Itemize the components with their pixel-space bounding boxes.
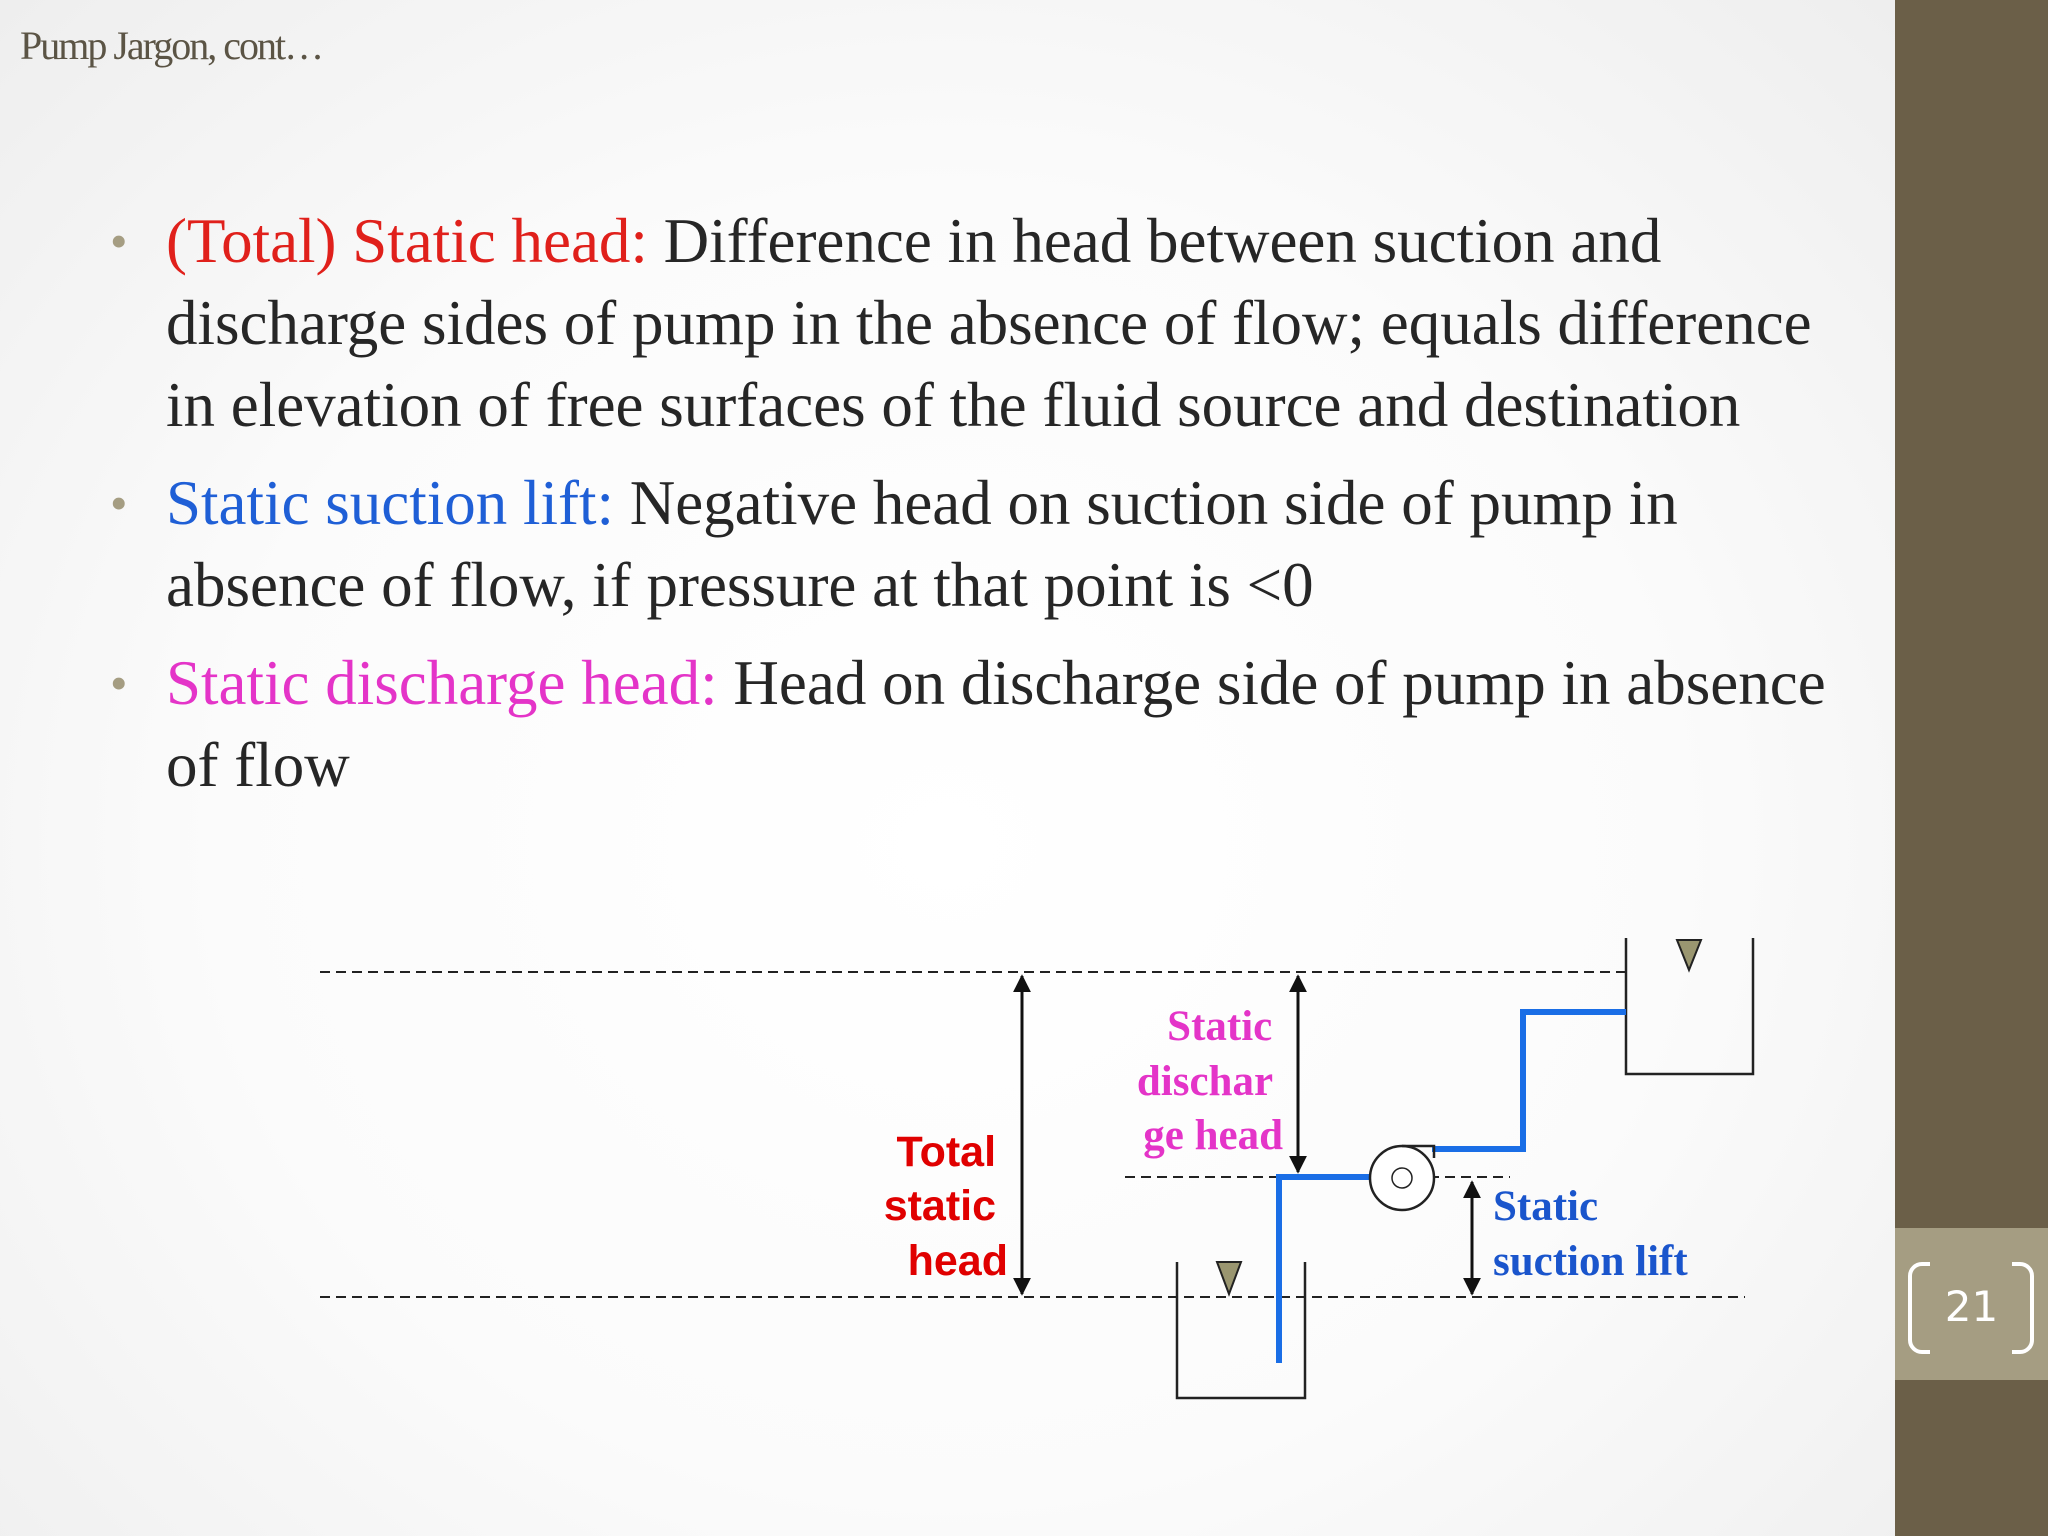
discharge-pipe <box>1432 1009 1626 1152</box>
bullet-term: Static suction lift: <box>166 468 614 538</box>
suction-pipe <box>1276 1174 1396 1363</box>
bullet-item-static-head: • (Total) Static head: Difference in hea… <box>110 200 1830 446</box>
free-surface-triangle-icon <box>1215 1261 1243 1297</box>
free-surface-triangle-icon <box>1675 939 1703 973</box>
destination-tank <box>1624 938 1755 1076</box>
source-tank <box>1175 1262 1307 1400</box>
page-number-bracket-gap <box>1930 1256 2012 1360</box>
bullet-dot: • <box>110 213 128 269</box>
slide-title: Pump Jargon, cont… <box>20 23 324 68</box>
static-suction-lift-label: Static suction lift <box>1493 1183 1688 1285</box>
bullet-term: Static discharge head: <box>166 648 718 718</box>
bullet-dot: • <box>110 475 128 531</box>
static-discharge-head-label: Static dischar ge head <box>1137 1003 1283 1159</box>
pump-icon <box>1368 1144 1436 1212</box>
bullet-list: • (Total) Static head: Difference in hea… <box>110 200 1830 822</box>
page-number: 21 <box>1944 1282 1999 1331</box>
slide <box>0 0 1895 1536</box>
bullet-text: Head on discharge side of pump in absenc… <box>166 648 1826 800</box>
bullet-item-discharge-head: • Static discharge head: Head on dischar… <box>110 642 1830 806</box>
pump-head-diagram: Total static head Static dischar ge head… <box>320 938 1755 1400</box>
bullet-item-suction-lift: • Static suction lift: Negative head on … <box>110 462 1830 626</box>
bullet-term: (Total) Static head: <box>166 206 648 276</box>
bullet-text: Negative head on suction side of pump in… <box>166 468 1678 620</box>
bullet-text: Difference in head between suction and d… <box>166 206 1812 440</box>
bullet-dot: • <box>110 655 128 711</box>
total-static-head-label: Total static head <box>884 1128 1008 1285</box>
